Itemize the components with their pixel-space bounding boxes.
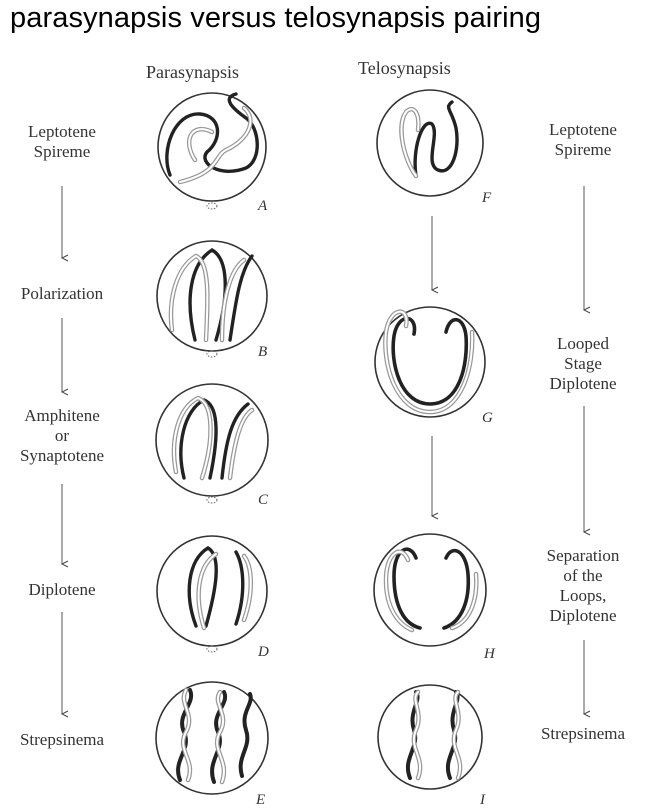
left-stage-label-1: Leptotene Spireme — [28, 122, 96, 161]
left-stage-label-5: Strepsinema — [19, 730, 105, 749]
cell-b — [156, 240, 268, 358]
cell-letter-f: F — [482, 190, 492, 206]
cell-i — [377, 684, 483, 790]
cell-a — [157, 92, 267, 210]
cell-g — [374, 306, 486, 418]
column-heading-telosynapsis: Telosynapsis — [358, 58, 451, 78]
cell-h — [373, 533, 487, 647]
cell-letter-b: B — [258, 344, 268, 360]
cell-f — [376, 89, 484, 197]
right-stage-label-4: Strepsinema — [540, 724, 626, 743]
cell-d — [156, 535, 268, 653]
cell-c — [155, 383, 269, 504]
left-stage-label-3: Amphitene or Synaptotene — [19, 406, 105, 465]
right-stage-label-2: Looped Stage Diplotene — [549, 334, 617, 393]
cell-letter-i: I — [480, 792, 485, 808]
cell-letter-c: C — [258, 492, 269, 508]
left-stage-label-2: Polarization — [20, 284, 104, 303]
column-heading-parasynapsis: Parasynapsis — [146, 62, 239, 82]
cell-letter-e: E — [256, 792, 266, 808]
right-stage-label-1: Leptotene Spireme — [549, 120, 617, 159]
cell-e — [155, 681, 269, 795]
left-stage-label-4: Diplotene — [28, 580, 96, 599]
cell-letter-g: G — [482, 410, 493, 426]
cell-letter-a: A — [258, 198, 268, 214]
diagram-title: parasynapsis versus telosynapsis pairing — [10, 2, 542, 34]
cell-letter-h: H — [484, 646, 495, 662]
right-stage-label-3: Separation of the Loops, Diplotene — [546, 546, 620, 625]
cell-letter-d: D — [258, 644, 269, 660]
